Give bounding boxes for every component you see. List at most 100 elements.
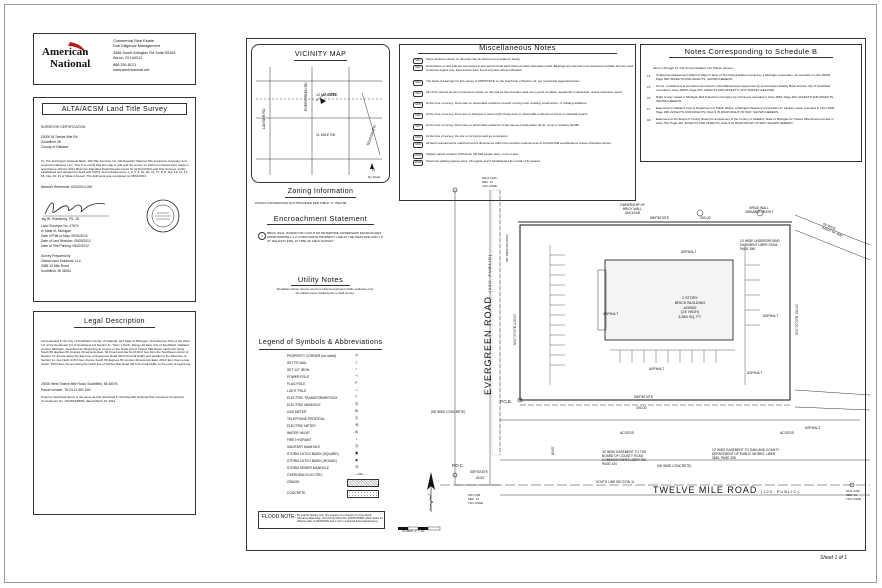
overhead-electric-icon: —OE— (355, 472, 366, 476)
schedule-item-text: Terms, conditions and provisions as reci… (656, 84, 831, 92)
surveyor-line: Land Surveyor No. 47674 (41, 224, 79, 228)
wall-line: OWNERSHIP OF (620, 203, 645, 207)
legend-item: CONCRETE (287, 491, 306, 495)
vicinity-map-drawing: N (256, 67, 382, 175)
legend-item: STORM CATCH BASIN (ROUND) (287, 459, 337, 463)
schedule-item-text: Underground Easement (Right of Way) in f… (656, 73, 832, 81)
company-line: 888.250.8121 (113, 63, 137, 67)
east-bearing-label: N00°00'00"E 150.00' (795, 304, 799, 335)
title-text: ALTA/ACSM Land Title Survey (61, 106, 168, 113)
east-distance-value: 150.00' (795, 303, 799, 315)
vicinity-map: VICINITY MAP N 12 MILE RD 11 MILE RD EVE… (251, 44, 390, 183)
legend-item: GRAVEL (287, 480, 301, 484)
schedule-item-id: 17 (647, 107, 651, 111)
cert-text: To: The Huntington National Bank; 169 Ti… (41, 159, 190, 179)
corner-line: S1/4 COR. (846, 489, 861, 493)
easement-line: 3635, PAGE 298 (712, 456, 736, 460)
building-label: 1 STORY BRICK BUILDING #20000 (24' HIGH)… (660, 296, 720, 320)
company-line: Commercial Real Estate (113, 39, 154, 43)
poc-bearing-label: S89°50'30"E (470, 470, 488, 474)
building-line: (24' HIGH) (680, 310, 700, 315)
corner-line: T1N, R10E (468, 501, 483, 505)
gravel-swatch (347, 479, 379, 487)
surveyor-signature (43, 202, 109, 217)
easement-line: 33' WIDE EASEMENT TO THE (602, 450, 647, 454)
title-box: ALTA/ACSM Land Title Survey SURVEYOR CER… (33, 97, 196, 302)
schedule-item-id: 18 (647, 118, 651, 122)
note-text: Subject parcel contains 0.69 Acres (30,0… (426, 152, 519, 156)
utility-title: Utility Notes (297, 275, 344, 284)
cert-address-2: Southfield, MI (41, 140, 62, 144)
legend-section: Legend of Symbols & Abbreviations PROPER… (251, 338, 390, 503)
zoning-text: ZONING INFORMATION NOT PROVIDED PER TABL… (255, 201, 347, 205)
pk-nail-icon: △ (355, 360, 358, 364)
logo-swoosh-icon (68, 42, 86, 53)
wall-line: UNCLEAR (624, 211, 641, 215)
note-id: MN3 (413, 80, 423, 86)
north-arrow-icon (427, 472, 435, 512)
svg-text:N: N (372, 167, 375, 172)
access-label: ACCESS (780, 431, 794, 435)
prepared-by: Global Land Solutions, LLC (41, 259, 82, 263)
encroachment-marker-number: 1 (261, 234, 263, 238)
note-id: MN9 (413, 142, 423, 148)
note-id: MN8 (413, 135, 423, 141)
wall-line: BRICK WALL (749, 206, 769, 210)
sheet-border (4, 4, 877, 583)
county-road-easement-label: 33' WIDE EASEMENT TO THE BOARD OF COUNTY… (602, 450, 647, 466)
legend-item: SET 1/2" IRON (287, 368, 310, 372)
legend-title: Legend of Symbols & Abbreviations (258, 339, 383, 346)
note-id: MN4 (413, 91, 423, 97)
sw-corner-label: SW COR. SEC. 11 T1N, R10E (468, 493, 483, 505)
corner-line: SEC. 11 (482, 180, 493, 184)
power-pole-icon: ⊸ (355, 374, 359, 378)
legend-item: TELEPHONE PEDESTAL (287, 417, 325, 421)
catch-basin-square-icon: ▣ (355, 451, 359, 455)
surveyor-line: Jay W. Shemberg, PS, JD (41, 217, 80, 221)
vicinity-road-label: LAHSER RD (262, 108, 266, 129)
north-bearing-label: S89°50'30"E (650, 216, 670, 220)
surveyor-line: Date of Plat or Map: 05/02/2012 (41, 234, 88, 238)
legend-item: SANITARY MANHOLE (287, 445, 321, 449)
company-logo: American National (40, 40, 100, 80)
scale-bar-graphic (398, 526, 441, 531)
legend-item: STORM CATCH BASIN (SQUARE) (287, 452, 339, 456)
south-bearing-label: S89°50'30"E (634, 395, 654, 399)
building-line: BRICK BUILDING (674, 300, 706, 305)
encroachment-title: Encroachment Statement (273, 214, 368, 223)
surveyor-seal-icon (146, 199, 180, 233)
brick-wall-left-label: OWNERSHIP OF BRICK WALL UNCLEAR (620, 203, 645, 215)
company-line: www.americannat.net (113, 68, 150, 72)
wide-access-label: (60' WIDE ACCESS) (505, 234, 509, 262)
legend-item: PROPERTY CORNER (as noted) (287, 354, 336, 358)
south-line-label: SOUTH LINE SECTION 11 (596, 480, 635, 484)
note-text: All field measurements matched record di… (426, 141, 612, 145)
brick-wall-right-label: BRICK WALL VARIABLE HEIGHT (745, 206, 773, 214)
twelve-mile-road-width: (120' PUBLIC) (760, 489, 800, 494)
schedule-item-text: Easement to the Board of County Road Com… (656, 117, 834, 125)
note-id: MN7 (413, 124, 423, 130)
note-id: MN2 (413, 65, 423, 71)
cert-address-3: County of Oakland (41, 145, 69, 149)
schedule-item-text: Easement to Oakland County Department of… (656, 106, 836, 114)
building-line: #20000 (683, 305, 697, 310)
vicinity-title: VICINITY MAP (294, 51, 347, 58)
prepared-by: 3085 12 Mile Road (41, 264, 69, 268)
west-distance-value: 215.00' (513, 313, 517, 325)
twelve-mile-road-name: TWELVE MILE ROAD (653, 485, 758, 495)
access-label: ACCESS (620, 431, 634, 435)
company-line: Due Diligence Management (113, 44, 160, 48)
utility-section: Utility Notes All utilities shown hereon… (251, 273, 390, 303)
easement-line: BOARD OF COUNTY ROAD (602, 454, 644, 458)
w14-corner-label: W1/4 COR. SEC. 11 T1N, R10E (482, 176, 497, 188)
south-distance-label: 200.00' (636, 406, 648, 410)
note-id: MN6 (413, 113, 423, 119)
legend-item: ELECTRIC TRANSFORMER BOX (287, 396, 338, 400)
vicinity-road-label: EVERGREEN RD (304, 82, 308, 111)
